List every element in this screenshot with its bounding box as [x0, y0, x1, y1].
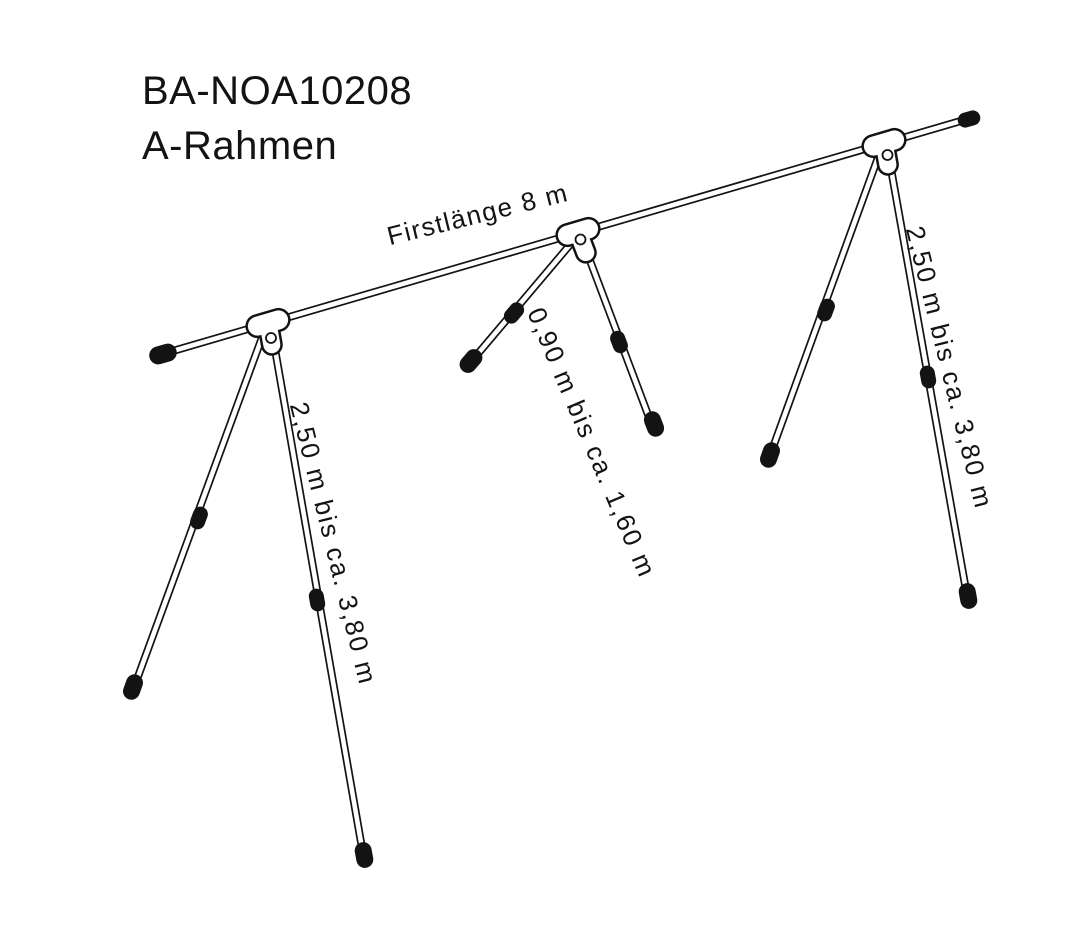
ridge-end-caps [149, 110, 981, 365]
middle-apex-screw-hole [574, 233, 587, 246]
right-apex-screw-hole [881, 149, 894, 161]
left-front-leg-clamp [308, 588, 326, 612]
left-back-leg-clamp [190, 506, 208, 530]
right-back-foot [760, 442, 780, 468]
right-front-foot [958, 583, 978, 609]
left-apex-screw-hole [265, 332, 277, 344]
rubber-feet [123, 349, 978, 868]
middle-back-foot [459, 349, 483, 373]
ridge-left-end-cap [149, 343, 177, 365]
right-apex-fitting [861, 127, 907, 176]
ridge-right-end-cap [957, 110, 981, 128]
middle-front-leg-clamp [610, 330, 628, 354]
middle-front-foot [643, 411, 665, 437]
left-back-foot [123, 674, 143, 700]
middle-back-leg-clamp [503, 302, 525, 324]
right-back-leg-clamp [817, 298, 835, 322]
middle-back-leg [473, 237, 577, 359]
middle-apex-fitting [555, 216, 601, 264]
left-front-foot [354, 842, 374, 868]
product-code: BA-NOA10208 [142, 69, 413, 113]
title-block: BA-NOA10208 A-Rahmen [142, 64, 412, 174]
telescope-clamps [190, 298, 937, 612]
right-front-leg-clamp [919, 365, 937, 389]
product-name: A-Rahmen [142, 124, 338, 168]
left-apex-fitting [245, 307, 291, 356]
